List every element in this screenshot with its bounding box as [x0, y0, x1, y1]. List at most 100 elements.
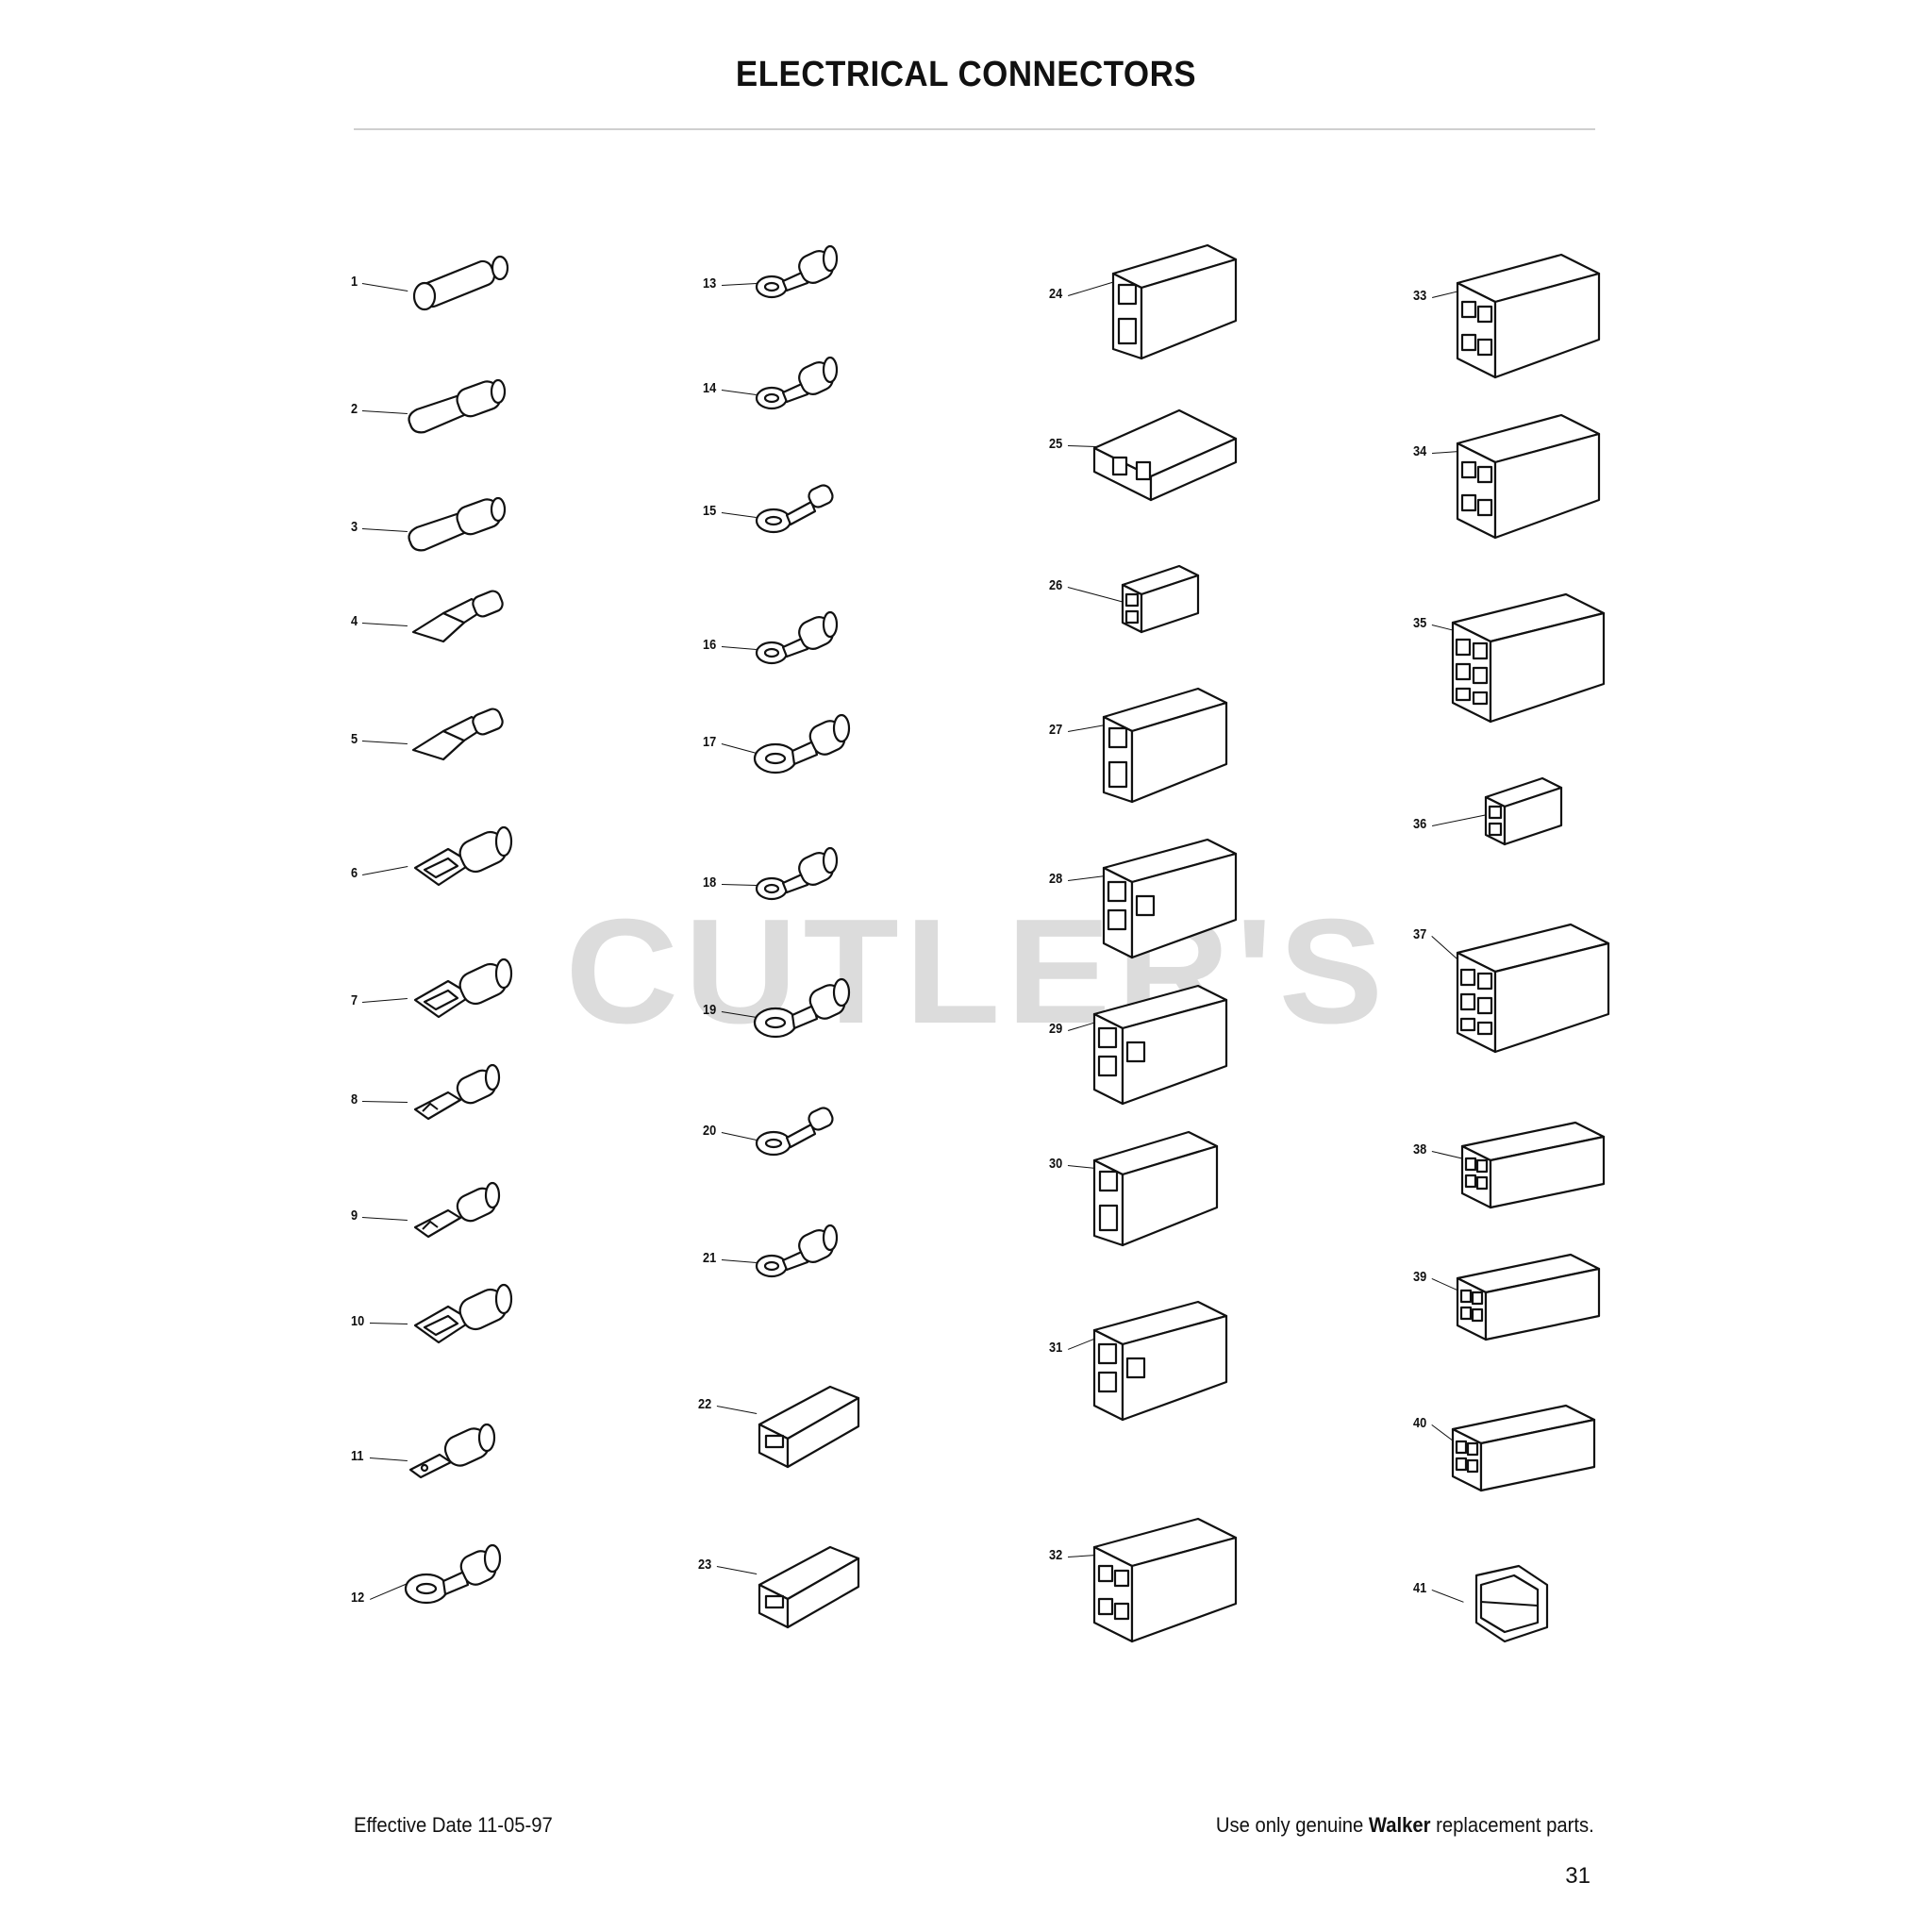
- leader-line: [1067, 445, 1096, 447]
- part-number-label: 23: [698, 1557, 712, 1573]
- notice-suffix: replacement parts.: [1430, 1813, 1594, 1837]
- part-number-label: 40: [1413, 1415, 1427, 1431]
- connector-drawing: [758, 1545, 860, 1629]
- connector-drawing: [413, 825, 513, 887]
- part-number-label: 37: [1413, 926, 1427, 942]
- leader-line: [361, 623, 408, 626]
- part-number-label: 32: [1049, 1547, 1063, 1563]
- connector-drawing: [755, 244, 839, 299]
- notice-prefix: Use only genuine: [1216, 1813, 1370, 1837]
- leader-line: [362, 998, 408, 1003]
- connector-drawing: [755, 846, 839, 901]
- leader-line: [369, 1457, 408, 1461]
- connector-drawing: [408, 1423, 496, 1479]
- leader-line: [1431, 1590, 1464, 1603]
- connector-drawing: [758, 1385, 860, 1469]
- part-number-label: 16: [703, 637, 717, 653]
- leader-line: [1431, 1278, 1459, 1291]
- part-number-label: 33: [1413, 288, 1427, 304]
- connector-drawing: [1092, 984, 1228, 1106]
- part-number-label: 9: [351, 1208, 358, 1224]
- connector-drawing: [1456, 253, 1601, 379]
- title-divider: [354, 128, 1595, 130]
- connector-drawing: [755, 484, 834, 534]
- leader-line: [721, 512, 757, 518]
- part-number-label: 1: [351, 274, 358, 290]
- connector-drawing: [1456, 1253, 1601, 1341]
- connector-drawing: [755, 1107, 834, 1157]
- leader-line: [1067, 1165, 1096, 1169]
- leader-line: [361, 1101, 408, 1103]
- connector-drawing: [755, 1224, 839, 1278]
- connector-drawing: [1456, 413, 1601, 540]
- connector-drawing: [753, 977, 851, 1039]
- connector-drawing: [412, 255, 509, 311]
- connector-drawing: [413, 958, 513, 1019]
- connector-drawing: [1092, 1517, 1238, 1643]
- leader-line: [1068, 281, 1116, 296]
- leader-line: [721, 884, 757, 886]
- part-number-label: 18: [703, 874, 717, 891]
- part-number-label: 24: [1049, 286, 1063, 302]
- connector-drawing: [755, 610, 839, 665]
- connector-drawing: [1111, 243, 1238, 360]
- leader-line: [721, 1132, 757, 1141]
- leader-line: [361, 528, 408, 532]
- part-number-label: 27: [1049, 722, 1063, 738]
- connector-drawing: [1092, 408, 1238, 502]
- part-number-label: 6: [351, 865, 358, 881]
- part-number-label: 12: [351, 1590, 365, 1606]
- leader-line: [716, 1406, 757, 1414]
- leader-line: [721, 1259, 757, 1263]
- leader-line: [362, 866, 408, 875]
- part-number-label: 21: [703, 1250, 717, 1266]
- connector-drawing: [753, 713, 851, 774]
- part-number-label: 28: [1049, 871, 1063, 887]
- part-number-label: 41: [1413, 1580, 1427, 1596]
- leader-line: [361, 283, 408, 291]
- leader-line: [1431, 625, 1455, 631]
- connector-drawing: [413, 1181, 501, 1239]
- leader-line: [721, 743, 757, 754]
- connector-drawing: [1451, 592, 1606, 724]
- part-number-label: 5: [351, 731, 358, 747]
- leader-line: [722, 283, 758, 286]
- leader-line: [369, 1323, 408, 1324]
- part-number-label: 30: [1049, 1156, 1063, 1172]
- leader-line: [370, 1583, 408, 1600]
- part-number-label: 22: [698, 1396, 712, 1412]
- part-number-label: 36: [1413, 816, 1427, 832]
- leader-line: [1068, 1338, 1097, 1350]
- part-number-label: 15: [703, 503, 717, 519]
- page-number: 31: [1565, 1863, 1591, 1889]
- leader-line: [1431, 1151, 1464, 1159]
- connector-drawing: [1451, 1404, 1596, 1492]
- leader-line: [1432, 291, 1460, 298]
- leader-line: [1431, 936, 1459, 961]
- connector-drawing: [1102, 687, 1228, 804]
- connector-drawing: [1460, 1121, 1606, 1209]
- leader-line: [716, 1566, 757, 1574]
- part-number-label: 20: [703, 1123, 717, 1139]
- leader-line: [1432, 451, 1460, 454]
- part-number-label: 29: [1049, 1021, 1063, 1037]
- part-number-label: 8: [351, 1091, 358, 1108]
- connector-drawing: [413, 1283, 513, 1344]
- page-title: ELECTRICAL CONNECTORS: [735, 55, 1197, 94]
- part-number-label: 35: [1413, 615, 1427, 631]
- part-number-label: 31: [1049, 1340, 1063, 1356]
- part-number-label: 13: [703, 275, 717, 291]
- connector-drawing: [408, 496, 507, 552]
- connector-drawing: [1092, 1130, 1219, 1247]
- connector-drawing: [1121, 564, 1200, 634]
- connector-drawing: [1484, 776, 1563, 846]
- part-number-label: 11: [351, 1448, 364, 1464]
- connector-drawing: [408, 378, 507, 434]
- effective-date: Effective Date 11-05-97: [354, 1813, 553, 1837]
- leader-line: [1432, 814, 1489, 826]
- leader-line: [721, 646, 757, 650]
- leader-line: [1431, 1424, 1455, 1442]
- part-number-label: 34: [1413, 443, 1427, 459]
- part-number-label: 3: [351, 519, 358, 535]
- part-number-label: 39: [1413, 1269, 1427, 1285]
